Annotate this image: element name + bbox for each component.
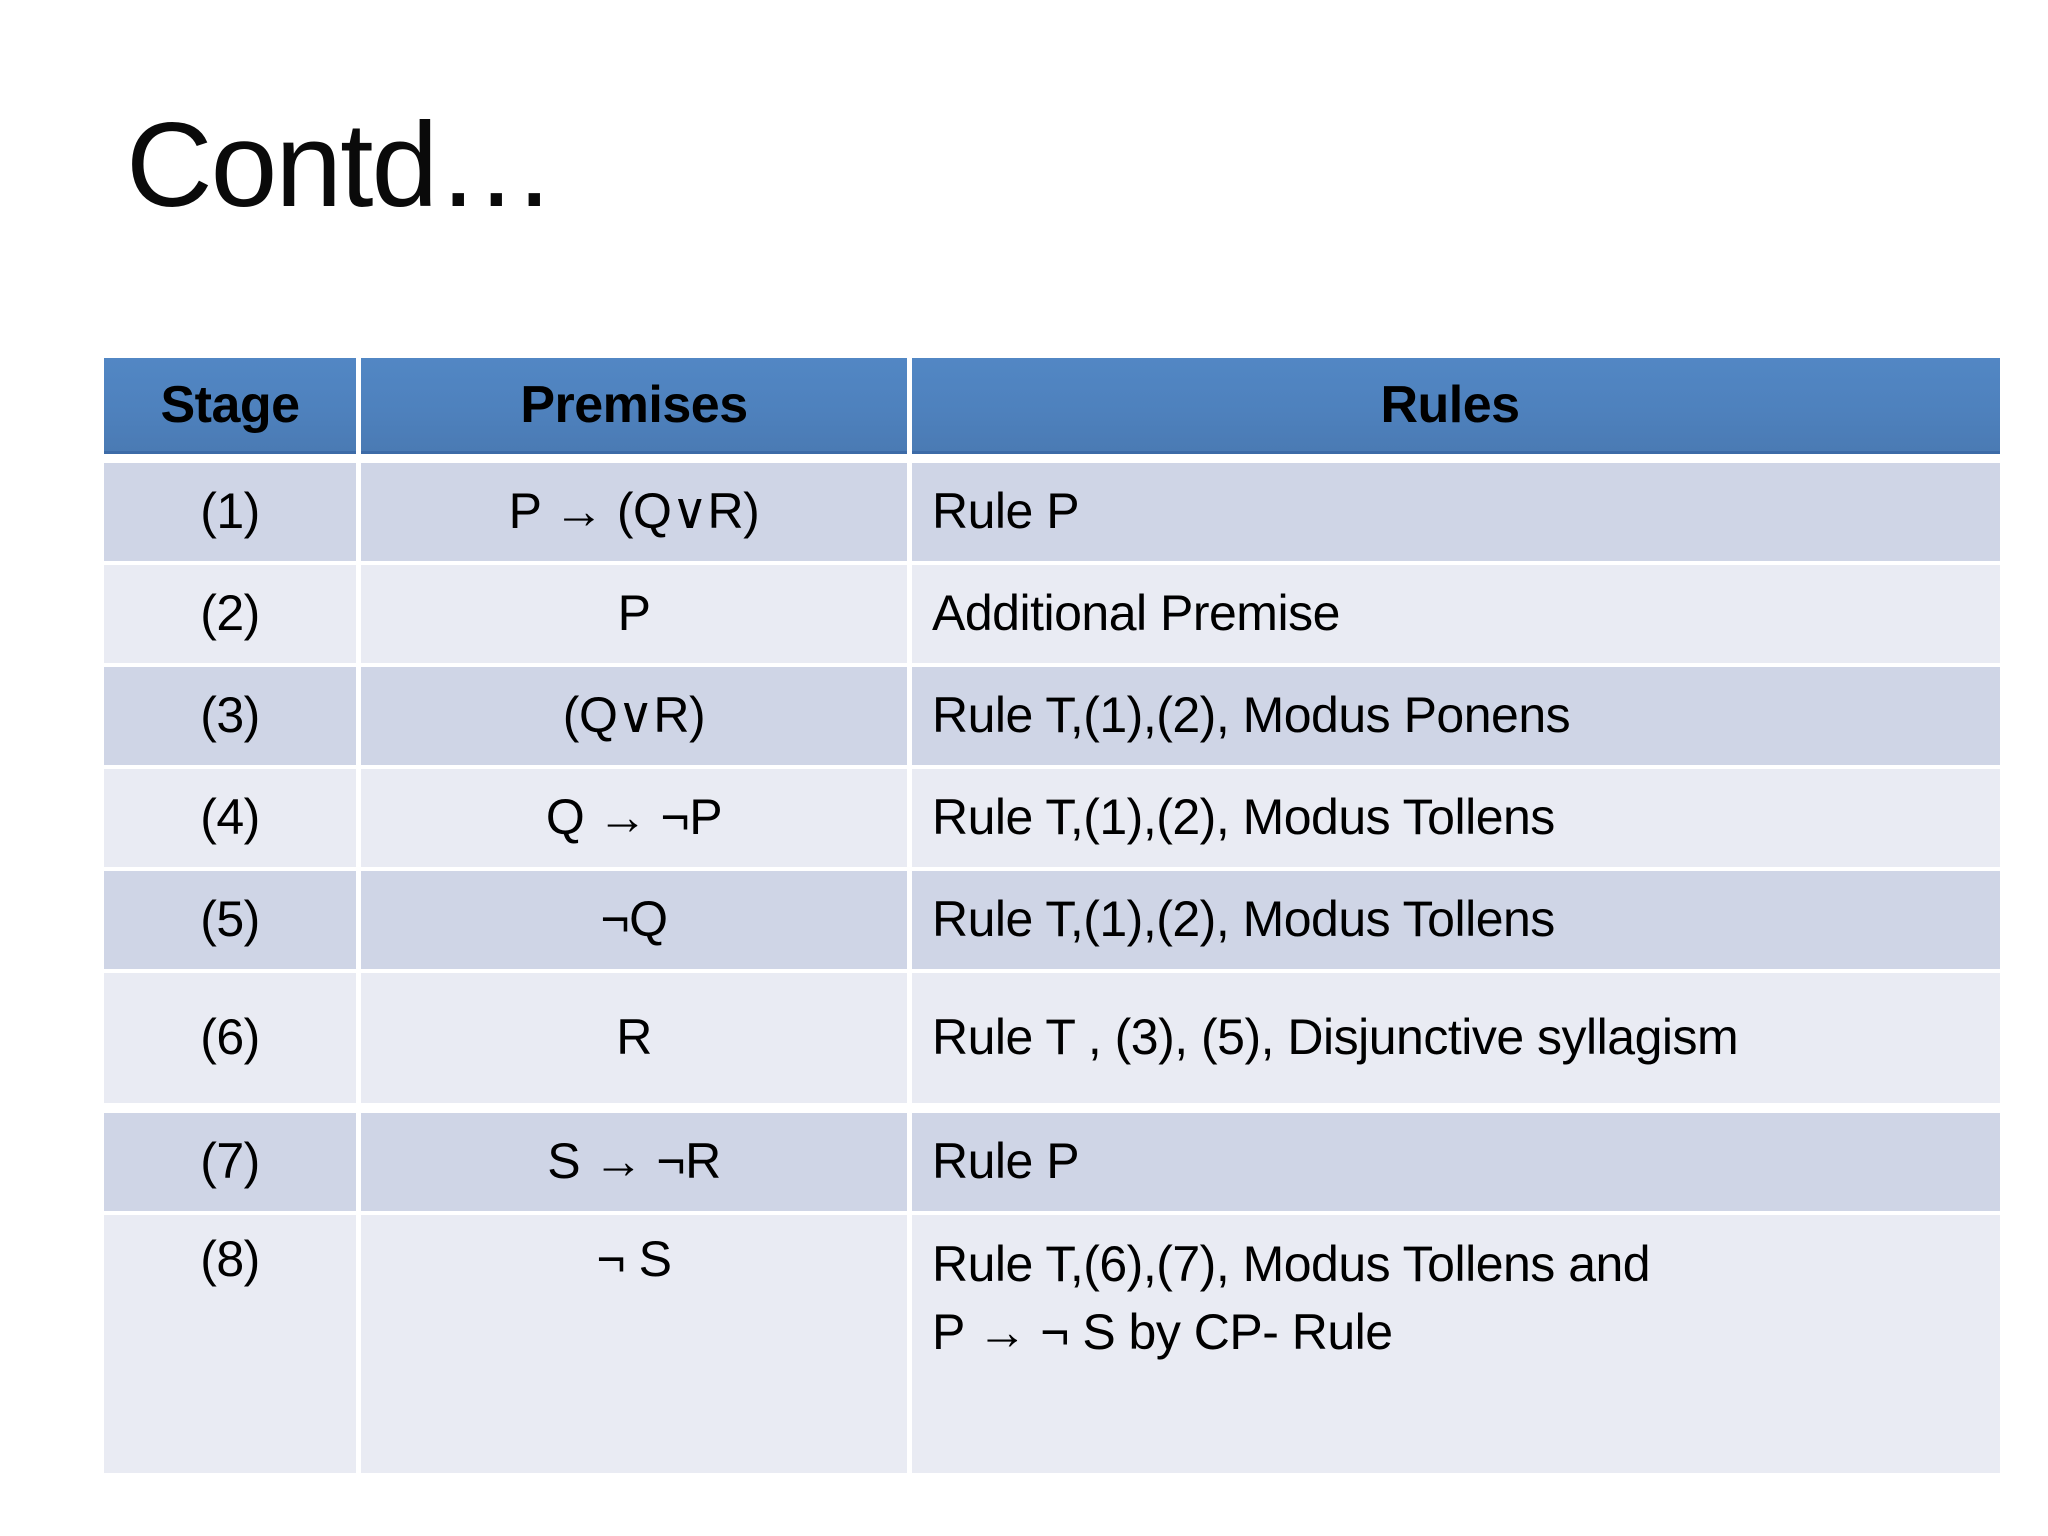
table-row: (8) ¬ S Rule T,(6),(7), Modus Tollens an… <box>104 1215 2000 1473</box>
rule-line-2: P → ¬ S by CP- Rule <box>932 1303 1393 1360</box>
table-row: (3) (Q∨R) Rule T,(1),(2), Modus Ponens <box>104 667 2000 765</box>
rule-multiline: Rule T,(6),(7), Modus Tollens and P → ¬ … <box>932 1231 1651 1366</box>
rule-cell: Rule T , (3), (5), Disjunctive syllagism <box>912 973 2000 1103</box>
header-cell-rules: Rules <box>912 358 2000 454</box>
premise-cell: (Q∨R) <box>361 667 907 765</box>
table-row: (1) P → (Q∨R) Rule P <box>104 463 2000 561</box>
rule-cell: Rule P <box>912 463 2000 561</box>
table-header-row: Stage Premises Rules <box>104 358 2000 454</box>
rule-cell: Rule T,(6),(7), Modus Tollens and P → ¬ … <box>912 1215 2000 1473</box>
premise-cell: ¬ S <box>361 1215 907 1473</box>
table-row: (2) P Additional Premise <box>104 565 2000 663</box>
rule-cell: Rule T,(1),(2), Modus Ponens <box>912 667 2000 765</box>
stage-cell: (4) <box>104 769 356 867</box>
premise-cell: R <box>361 973 907 1103</box>
stage-cell: (2) <box>104 565 356 663</box>
stage-cell: (1) <box>104 463 356 561</box>
rule-line-1: Rule T,(6),(7), Modus Tollens and <box>932 1236 1651 1292</box>
stage-cell: (7) <box>104 1113 356 1211</box>
stage-cell: (8) <box>104 1215 356 1473</box>
table-row: (6) R Rule T , (3), (5), Disjunctive syl… <box>104 973 2000 1103</box>
table-row: (7) S → ¬R Rule P <box>104 1113 2000 1211</box>
header-cell-premises: Premises <box>361 358 907 454</box>
premise-cell: P → (Q∨R) <box>361 463 907 561</box>
rule-cell: Rule P <box>912 1113 2000 1211</box>
slide-title: Contd… <box>126 98 556 232</box>
table-row: (5) ¬Q Rule T,(1),(2), Modus Tollens <box>104 871 2000 969</box>
premise-cell: S → ¬R <box>361 1113 907 1211</box>
header-cell-stage: Stage <box>104 358 356 454</box>
premise-cell: ¬Q <box>361 871 907 969</box>
stage-cell: (6) <box>104 973 356 1103</box>
premise-cell: P <box>361 565 907 663</box>
stage-cell: (3) <box>104 667 356 765</box>
stage-cell: (5) <box>104 871 356 969</box>
table-row: (4) Q → ¬P Rule T,(1),(2), Modus Tollens <box>104 769 2000 867</box>
premise-cell: Q → ¬P <box>361 769 907 867</box>
rule-cell: Additional Premise <box>912 565 2000 663</box>
rule-cell: Rule T,(1),(2), Modus Tollens <box>912 769 2000 867</box>
proof-table: Stage Premises Rules (1) P → (Q∨R) Rule … <box>104 358 2000 1473</box>
rule-cell: Rule T,(1),(2), Modus Tollens <box>912 871 2000 969</box>
